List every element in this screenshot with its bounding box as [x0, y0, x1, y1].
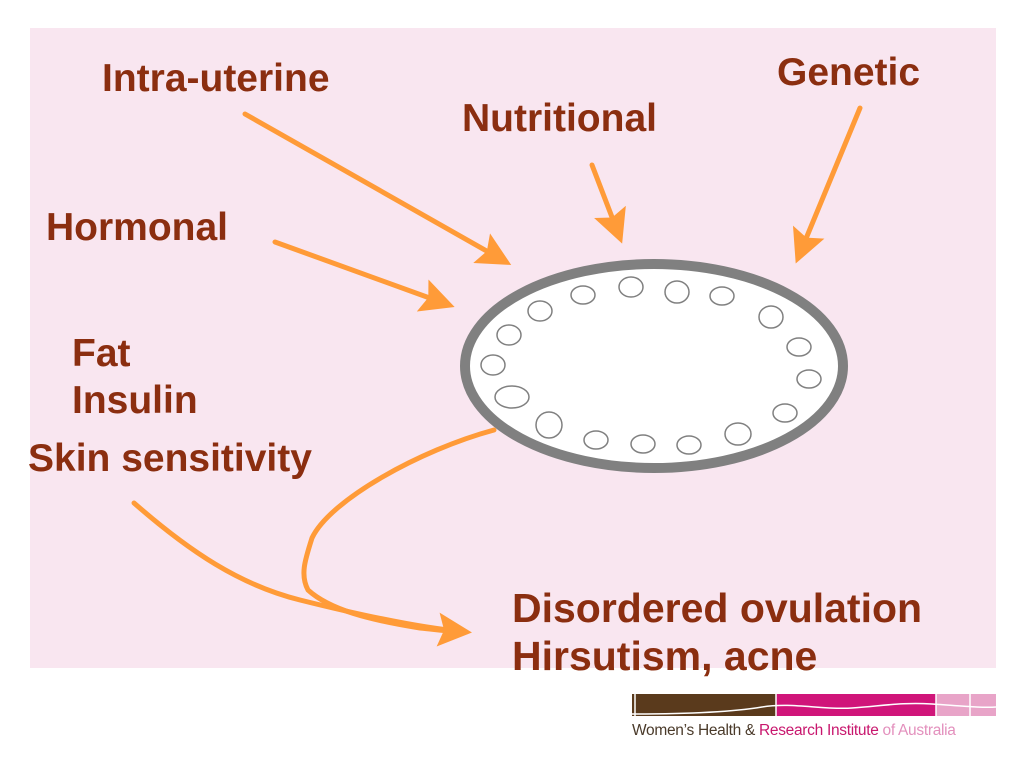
logo-text-research-institute: Research Institute — [759, 722, 879, 739]
follicle — [796, 369, 822, 389]
skin-sensitivity-curve — [131, 500, 472, 647]
follicle-group — [480, 276, 822, 455]
follicle — [758, 305, 784, 329]
genetic-label: Genetic — [777, 51, 921, 94]
hormonal-arrow — [272, 239, 455, 312]
follicle — [724, 422, 752, 446]
genetic-arrow — [792, 105, 863, 264]
input-arrows — [242, 105, 863, 312]
follicle — [494, 385, 530, 409]
follicle — [480, 354, 506, 376]
follicle — [630, 434, 656, 454]
intra-uterine-arrow — [242, 111, 512, 265]
logo-text-of-australia: of Australia — [878, 722, 956, 739]
ovary — [460, 259, 848, 473]
logo-text-womens-health: Women’s Health & — [632, 722, 759, 739]
follicle — [709, 286, 735, 306]
skin-sensitivity-label: Skin sensitivity — [28, 437, 312, 480]
nutritional-label: Nutritional — [462, 97, 657, 140]
follicle — [676, 435, 702, 455]
follicle — [664, 280, 690, 304]
intra-uterine-label: Intra-uterine — [102, 57, 330, 100]
output-arrows — [131, 427, 497, 647]
follicle — [535, 411, 563, 439]
insulin-label: Insulin — [72, 379, 198, 422]
follicle — [618, 276, 644, 298]
hirsutism-acne-label: Hirsutism, acne — [512, 633, 818, 679]
disordered-ovulation-label: Disordered ovulation — [512, 585, 923, 631]
fat-label: Fat — [72, 332, 131, 375]
follicle — [772, 403, 798, 423]
logo-bar-graphic — [632, 694, 996, 716]
ovary-outline — [460, 259, 848, 473]
follicle — [583, 430, 609, 450]
follicle — [496, 324, 522, 346]
follicle — [786, 337, 812, 357]
ovary-to-outcome-curve — [301, 427, 497, 635]
hormonal-label: Hormonal — [46, 206, 229, 249]
institute-logo: Women’s Health & Research Institute of A… — [632, 694, 996, 744]
nutritional-arrow — [589, 162, 626, 244]
follicle — [527, 300, 553, 322]
logo-text: Women’s Health & Research Institute of A… — [632, 722, 956, 740]
follicle — [570, 285, 596, 305]
